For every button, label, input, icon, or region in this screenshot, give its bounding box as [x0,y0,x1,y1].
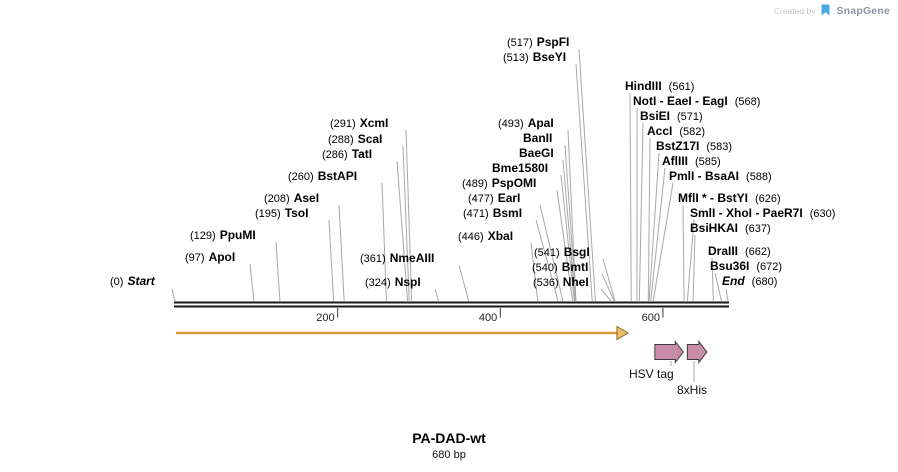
leader-line [556,189,574,302]
leader-line [686,219,695,302]
enzyme-label: AflIII(585) [662,154,721,169]
enzyme-label: (0)Start [110,274,155,289]
enzyme-label: NotI - EaeI - EagI(568) [633,94,761,109]
enzyme-label: BsiHKAI(637) [690,221,771,236]
leader-line [562,159,576,302]
enzyme-label: (324)NspI [365,275,421,290]
ruler-label: 400 [479,312,497,324]
leader-line [650,167,666,302]
enzyme-label: BstZ17I(583) [656,139,733,154]
leader-line [530,242,539,302]
leader-line [682,204,685,302]
leader-line [711,257,714,302]
enzyme-label: (97)ApoI [185,250,236,265]
ruler-label: 600 [642,312,660,324]
leader-line [539,204,564,302]
leader-line [601,273,615,302]
map-length: 680 bp [432,449,466,461]
enzyme-label: (517)PspFI [507,35,570,50]
leader-line [602,258,616,302]
leader-line [692,234,696,302]
enzyme-label: BaeGI [519,146,554,160]
enzyme-label: DraIII(662) [708,244,771,259]
leader-line [171,288,176,302]
leader-line [638,122,644,302]
enzyme-label: (540)BmtI [532,260,589,275]
leader-line [647,137,651,302]
enzyme-label: (195)TsoI [255,206,309,221]
leader-line [652,182,674,302]
leader-line [564,144,577,302]
leader-line [560,174,575,302]
leader-line [396,160,409,302]
created-by-text: Created by [773,5,816,16]
enzyme-label: (361)NmeAIII [360,251,435,266]
enzyme-label: (291)XcmI [330,116,389,131]
enzyme-label: (208)AseI [264,191,320,206]
leader-line [725,288,729,302]
leader-line [249,263,255,302]
orf-arrow-head [616,325,629,341]
leader-line [714,272,722,302]
leader-line [578,48,596,302]
leader-line [600,288,612,302]
leader-line [575,63,593,302]
enzyme-label: (471)BsmI [463,206,523,221]
watermark: Created by SnapGene [774,4,890,17]
leader-line [535,219,559,302]
enzyme-label: AccI(582) [647,124,706,139]
snapgene-brand-text: SnapGene [836,4,890,17]
enzyme-label: BsiEI(571) [640,109,703,124]
leader-line [402,145,410,302]
enzyme-label: (260)BstAPI [288,169,358,184]
enzyme-label: (129)PpuMI [190,228,256,243]
feature-arrow [686,340,708,364]
enzyme-label: (493)ApaI [498,116,554,131]
map-title: PA-DAD-wt [412,430,486,446]
enzyme-label: SmlI - XhoI - PaeR7I(630) [690,206,836,221]
enzyme-label: HindIII(561) [625,79,695,94]
leader-line [434,288,439,302]
enzyme-label: End(680) [722,274,778,289]
enzyme-label: (541)BsgI [534,245,590,260]
enzyme-label: MflI * - BstYI(626) [678,191,781,206]
leader-line [567,129,577,302]
enzyme-label: (286)TatI [322,147,373,162]
feature-label: 8xHis [677,383,708,397]
leader-line [405,129,413,302]
enzyme-label: Bsu36I(672) [710,259,783,274]
leader-line [458,264,470,302]
enzyme-label: (489)PspOMI [462,176,537,191]
enzyme-label: (446)XbaI [458,229,514,244]
leader-line [275,241,281,302]
snapgene-logo-icon [821,4,830,16]
enzyme-label: (477)EarI [468,191,521,206]
enzyme-label: (513)BseYI [503,50,567,65]
enzyme-label: BanII [523,131,553,145]
enzyme-label: Bme1580I [492,161,549,175]
leader-line [648,152,660,302]
leader-line [381,182,387,302]
enzyme-label: PmlI - BsaAI(588) [669,169,772,184]
feature-arrow [654,340,684,364]
leader-line [629,92,632,302]
leader-line [328,219,335,302]
feature-label: HSV tag [629,367,674,381]
ruler-label: 200 [316,312,334,324]
enzyme-label: (288)ScaI [328,132,383,147]
leader-line [338,204,345,302]
enzyme-label: (536)NheI [533,275,589,290]
